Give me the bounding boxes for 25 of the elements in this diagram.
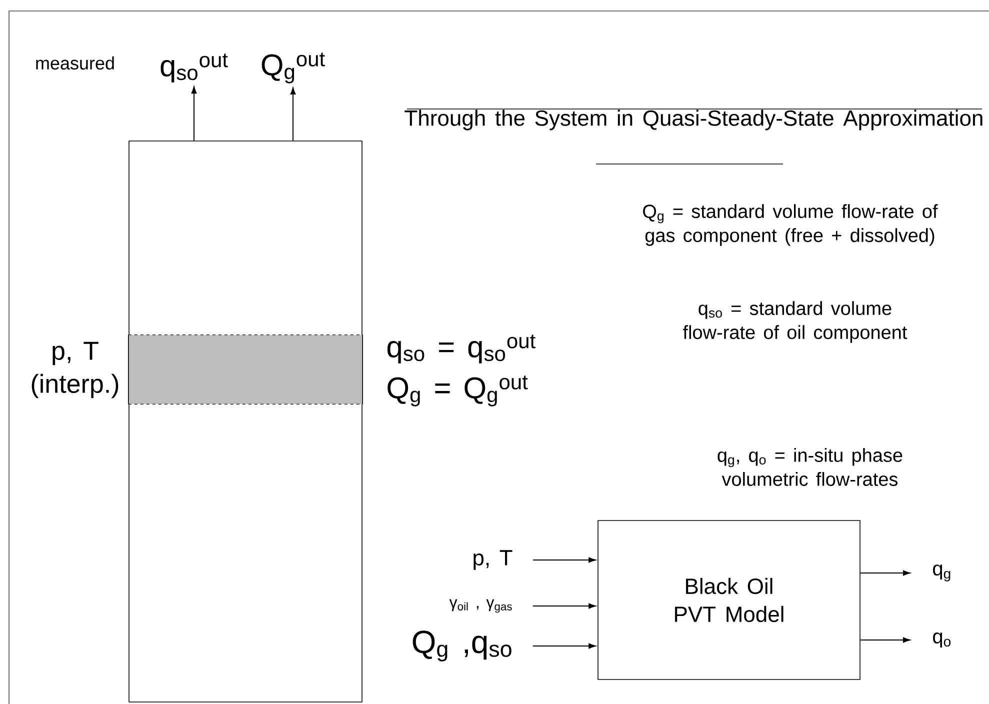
process-box: Black Oil PVT Model [598, 520, 860, 680]
title: Through the System in Quasi-Steady-State Approximation [404, 110, 982, 130]
variable-label: q$_{o}$ [933, 632, 951, 648]
variable-label: p, T [474, 550, 512, 570]
variable-label: Q$_{g}$ ,q$_{so}$ [412, 630, 512, 662]
variable-label: q$_{g}$ [933, 564, 950, 582]
variable-label: γ$_{oil}$ , γ$_{gas}$ [449, 599, 512, 613]
equation: q$_{so}$ = q$_{so}$out [387, 334, 536, 364]
variable-label: p, T (interp.) [32, 342, 118, 398]
arrow [860, 637, 910, 643]
arrow [290, 87, 296, 142]
definition-text: q$_{so}$ = standard volume flow-rate of oil component [683, 301, 908, 343]
equation: Q$_{g}$ = Q$_{g}$out [388, 376, 528, 406]
column-box [128, 140, 362, 702]
definition-text: q$_{g}$, q$_{o}$ = in-situ phase volumetric flow-rates [718, 448, 902, 486]
variable-label: q$_{so}$out [160, 54, 228, 82]
arrow [532, 643, 596, 649]
arrow [860, 570, 910, 576]
arrow [191, 86, 197, 142]
shaded-band [128, 334, 363, 405]
arrow [532, 603, 596, 609]
definition-text: Q$_{g}$ = standard volume flow-rate of gas component (free + dissolved) [643, 204, 938, 246]
variable-label: Q$_{g}$out [262, 52, 325, 84]
arrow [532, 557, 596, 563]
annotation-label: measured [36, 56, 114, 70]
